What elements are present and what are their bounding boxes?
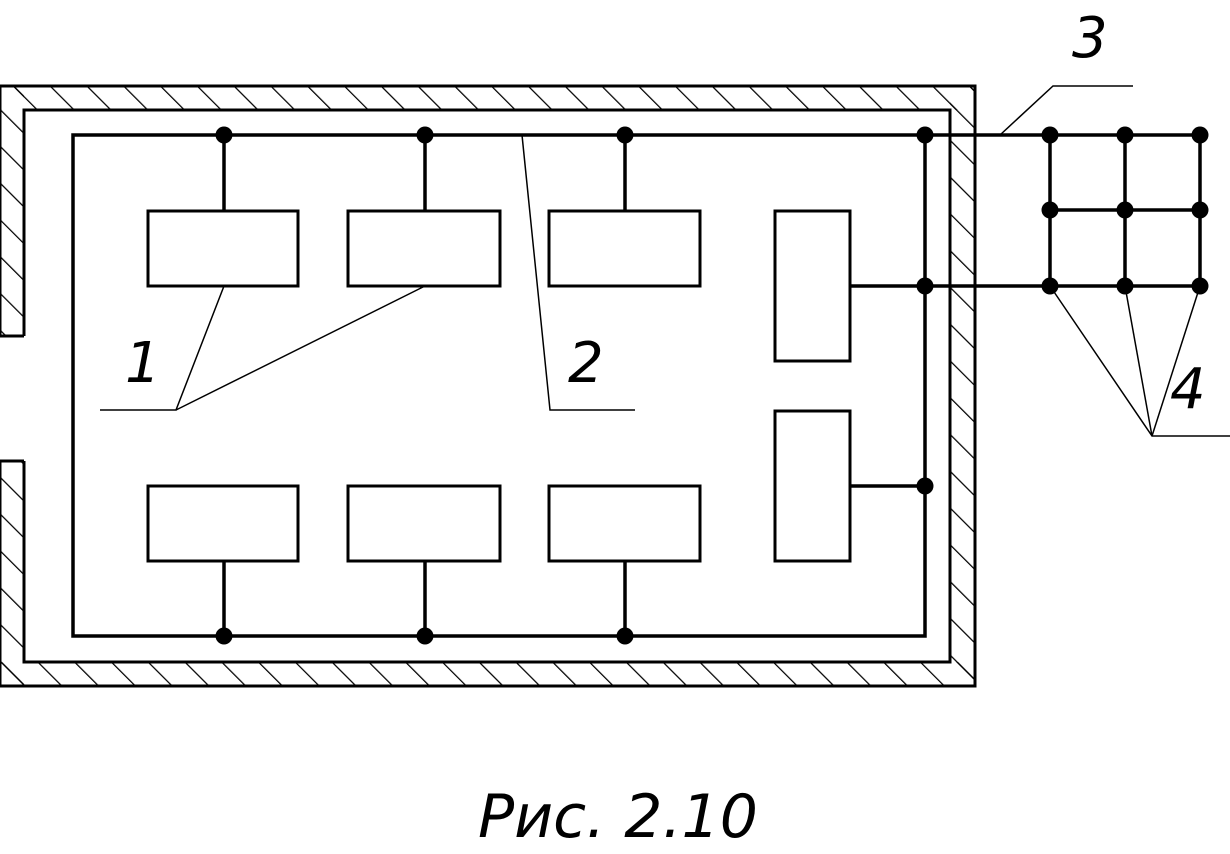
figure-caption: Рис. 2.10 — [478, 782, 758, 852]
equipment-boxes — [146, 209, 852, 563]
external-conductors — [925, 133, 1200, 288]
equipment-box-bottom-1 — [146, 484, 300, 563]
equipment-box-top-1 — [146, 209, 300, 288]
box-connections — [222, 135, 925, 636]
equipment-box-top-2 — [346, 209, 502, 288]
grounding-loop — [71, 133, 927, 638]
leader-lines — [100, 85, 1230, 437]
callout-label-4: 4 — [1170, 357, 1206, 422]
building-wall — [0, 84, 977, 688]
callout-label-2: 2 — [568, 331, 604, 396]
equipment-box-right-2 — [773, 409, 852, 563]
equipment-box-right-1 — [773, 209, 852, 363]
equipment-box-top-3 — [547, 209, 702, 288]
equipment-box-bottom-2 — [346, 484, 502, 563]
junction-nodes — [215, 126, 1209, 645]
leader-line-3 — [999, 85, 1133, 136]
leader-line-1 — [100, 285, 225, 411]
callout-label-1: 1 — [125, 331, 161, 396]
equipment-box-bottom-3 — [547, 484, 702, 563]
leader-line-2 — [521, 134, 635, 411]
callout-label-3: 3 — [1072, 6, 1108, 71]
